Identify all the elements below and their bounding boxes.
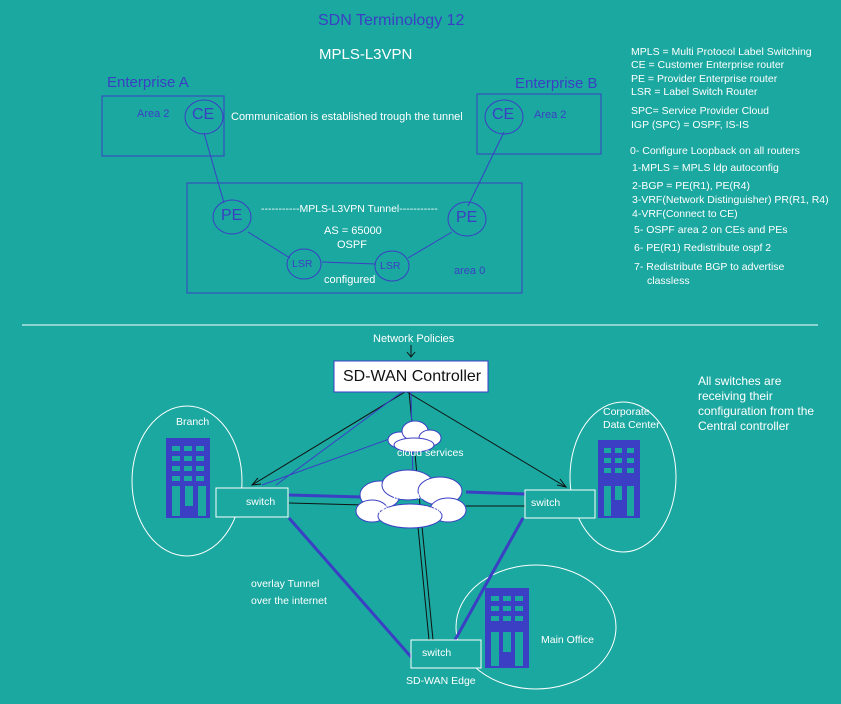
legend-definition: LSR = Label Switch Router <box>631 86 758 98</box>
enterprise-b-label: Enterprise B <box>515 75 598 92</box>
legend-step: 2-BGP = PE(R1), PE(R4) <box>632 180 750 192</box>
link-lsr-lsr <box>321 261 377 265</box>
area-a-label: Area 2 <box>137 108 170 120</box>
sdwan-controller-label: SD-WAN Controller <box>343 368 482 385</box>
datacenter-building-icon <box>598 440 640 518</box>
ce-a-label: CE <box>192 106 215 123</box>
legend-definition: MPLS = Multi Protocol Label Switching <box>631 46 812 58</box>
legend-step: 5- OSPF area 2 on CEs and PEs <box>634 224 788 236</box>
link-pe-lsr <box>247 231 291 259</box>
tunnel-internet-dc <box>465 490 526 496</box>
main-office-building-icon <box>485 588 529 668</box>
datacenter-site <box>569 401 677 553</box>
pe-right-label: PE <box>456 209 478 226</box>
branch-label: Branch <box>176 416 210 428</box>
provider-cloud-box <box>186 182 523 294</box>
corporate-label: Corporate <box>603 406 650 418</box>
branch-building-icon <box>166 438 210 518</box>
note-line: receiving their <box>698 389 773 403</box>
legend-step: 6- PE(R1) Redistribute ospf 2 <box>634 242 772 254</box>
internet-cloud-icon <box>355 469 467 529</box>
switch-edge-label: switch <box>422 647 452 659</box>
legend-definition: PE = Provider Enterprise router <box>631 73 778 85</box>
ce-router-b <box>484 99 524 135</box>
switch-branch-box <box>215 487 289 518</box>
link-ce-b-pe <box>467 131 505 207</box>
switch-dc-box <box>524 489 596 519</box>
branch-site <box>131 405 243 557</box>
area-b-label: Area 2 <box>534 109 567 121</box>
legend-step: 3-VRF(Network Distinguisher) PR(R1, R4) <box>632 194 829 206</box>
note-line: Central controller <box>698 419 790 433</box>
main-office-site <box>455 564 617 690</box>
as-label: AS = 65000 <box>324 225 382 237</box>
legend-step: 1-MPLS = MPLS ldp autoconfig <box>632 162 779 174</box>
policy-arrow-head <box>406 351 416 358</box>
internet-label: Internet <box>393 490 429 502</box>
ce-b-label: CE <box>492 106 515 123</box>
ctrl-to-branch <box>251 391 406 486</box>
note-line: All switches are <box>698 374 782 388</box>
lsr-router-left <box>286 248 322 280</box>
ctrl-to-branch-blue <box>275 391 403 486</box>
legend-step: 0- Configure Loopback on all routers <box>630 145 800 157</box>
ospf-label: OSPF <box>337 239 367 251</box>
main-office-label: Main Office <box>541 634 594 646</box>
note-line: configuration from the <box>698 404 815 418</box>
enterprise-b-box <box>476 93 602 155</box>
sdwan-edge-label: SD-WAN Edge <box>406 675 476 687</box>
link-ce-a-pe <box>203 132 225 204</box>
legend-step: 7- Redistribute BGP to advertise <box>634 261 785 273</box>
page-title: SDN Terminology 12 <box>318 12 465 29</box>
page-subtitle: MPLS-L3VPN <box>319 46 413 63</box>
pe-router-right <box>447 201 487 237</box>
enterprise-a-box <box>101 95 225 157</box>
overlay-label: overlay Tunnel <box>251 578 320 590</box>
ce-router-a <box>184 99 224 135</box>
communication-note: Communication is established trough the … <box>231 111 463 123</box>
overlay-label: over the internet <box>251 595 327 607</box>
legend-step: 4-VRF(Connect to CE) <box>632 208 738 220</box>
area0-label: area 0 <box>454 265 486 277</box>
datacenter-label: Data Center <box>603 419 660 431</box>
tunnel-branch-internet <box>288 493 363 499</box>
network-policies-label: Network Policies <box>373 333 455 345</box>
switch-edge-box <box>410 639 482 669</box>
switch-dc-label: switch <box>531 497 561 509</box>
tunnel-label: -----------MPLS-L3VPN Tunnel----------- <box>261 203 438 215</box>
legend-definition: IGP (SPC) = OSPF, IS-IS <box>631 119 749 131</box>
legend-definition: SPC= Service Provider Cloud <box>631 105 770 117</box>
link-internet-edge <box>417 526 430 641</box>
ctrl-to-branch-head <box>250 477 262 486</box>
physical-network-label: Physical Network <box>378 504 459 516</box>
tunnel-branch-edge <box>287 517 414 659</box>
ctrl-to-dc-head <box>556 478 568 488</box>
tunnel-dc-edge <box>453 517 525 641</box>
pe-left-label: PE <box>221 207 243 224</box>
link-lsr-pe <box>407 231 453 259</box>
configured-label: configured <box>324 274 376 286</box>
branch-to-cloud-blue <box>261 437 393 486</box>
legend-step: classless <box>647 275 690 287</box>
lsr-left-label: LSR <box>292 258 313 270</box>
link-branch-internet <box>288 502 365 506</box>
cloud-services-icon <box>387 420 442 453</box>
cloud-services-label: cloud services <box>397 447 464 459</box>
switch-branch-label: switch <box>246 496 276 508</box>
lsr-right-label: LSR <box>380 260 401 272</box>
enterprise-a-label: Enterprise A <box>107 74 189 91</box>
legend-definition: CE = Customer Enterprise router <box>631 59 785 71</box>
pe-router-left <box>212 199 252 235</box>
lsr-router-right <box>374 250 410 282</box>
ctrl-to-dc <box>406 391 567 488</box>
sdwan-controller-box <box>333 360 489 393</box>
